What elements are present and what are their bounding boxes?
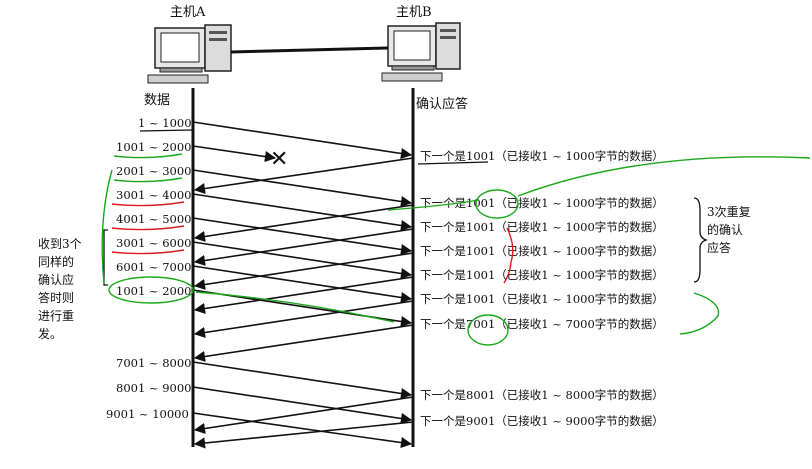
underline-annotation xyxy=(113,177,183,183)
ack-label: 下一个是1001（已接收1 ~ 1000字节的数据） xyxy=(420,196,664,210)
ack-arrow xyxy=(193,396,414,435)
ack-arrow xyxy=(193,157,414,195)
right-note-line: 的确认 xyxy=(707,222,743,237)
ack-arrow xyxy=(193,300,414,339)
segment-label: 4001 ~ 5000 xyxy=(116,212,191,226)
ack-label: 下一个是1001（已接收1 ~ 1000字节的数据） xyxy=(420,268,664,282)
red-link-annotation xyxy=(503,227,514,284)
ack-label: 下一个是8001（已接收1 ~ 8000字节的数据） xyxy=(420,388,664,402)
ack-arrow xyxy=(193,324,414,363)
host-a-label: 主机A xyxy=(170,5,206,20)
left-note-line: 答时则 xyxy=(38,290,74,305)
segment-arrow xyxy=(192,169,413,208)
ack-label: 下一个是1001（已接收1 ~ 1000字节的数据） xyxy=(420,244,664,258)
segment-label: 9001 ~ 10000 xyxy=(106,407,189,421)
right-brace xyxy=(693,197,709,283)
segment-label: 1001 ~ 2000 xyxy=(116,284,191,298)
left-note-line: 进行重 xyxy=(38,309,74,323)
ack-arrow xyxy=(193,421,414,449)
underline-annotation xyxy=(111,225,185,231)
left-note-line: 收到3个 xyxy=(38,237,82,251)
data-column-label: 数据 xyxy=(144,93,170,108)
packet-lost-icon: ✕ xyxy=(270,147,288,172)
circle-annotation xyxy=(108,276,194,304)
ack-column-label: 确认应答 xyxy=(416,96,468,112)
computer-b-icon xyxy=(381,22,461,82)
left-bracket xyxy=(103,229,108,286)
network-cable xyxy=(230,46,389,54)
ack-arrow xyxy=(193,228,414,267)
underline-annotation xyxy=(139,129,193,132)
segment-arrow xyxy=(192,241,413,280)
segment-arrow xyxy=(192,361,413,400)
left-note-line: 发。 xyxy=(38,326,62,341)
circle-annotation xyxy=(467,314,509,346)
lost-segment-arrow xyxy=(192,145,277,163)
ack-arrow xyxy=(193,204,414,243)
segment-arrow xyxy=(192,193,413,232)
underline-annotation xyxy=(111,201,185,207)
green-stroke-annotation xyxy=(195,291,395,323)
right-note-line: 3次重复 xyxy=(707,205,751,219)
ack-label: 下一个是9001（已接收1 ~ 9000字节的数据） xyxy=(420,414,664,428)
host-b-label: 主机B xyxy=(396,5,432,20)
segment-arrow xyxy=(192,386,413,425)
ack-label: 下一个是7001（已接收1 ~ 7000字节的数据） xyxy=(420,317,664,331)
green-stroke-annotation xyxy=(387,199,479,211)
segment-arrow xyxy=(192,412,413,449)
green-stroke-annotation xyxy=(679,292,720,335)
computer-a-icon xyxy=(147,24,232,84)
ack-arrow xyxy=(193,252,414,291)
segment-label: 3001 ~ 6000 xyxy=(116,236,191,250)
ack-arrow xyxy=(193,276,414,315)
left-note-line: 同样的 xyxy=(38,254,74,269)
right-note-line: 应答 xyxy=(707,240,731,255)
ack-label: 下一个是1001（已接收1 ~ 1000字节的数据） xyxy=(420,149,664,163)
underline-annotation xyxy=(417,161,489,165)
underline-annotation xyxy=(111,249,185,255)
circle-annotation xyxy=(475,189,519,219)
segment-label: 3001 ~ 4000 xyxy=(116,188,191,202)
ack-label: 下一个是1001（已接收1 ~ 1000字节的数据） xyxy=(420,292,664,306)
segment-arrow xyxy=(192,121,413,160)
segment-label: 2001 ~ 3000 xyxy=(116,164,191,178)
green-stroke-annotation xyxy=(517,156,811,197)
segment-arrow xyxy=(192,217,413,256)
left-note-line: 确认应 xyxy=(38,272,74,287)
segment-label: 6001 ~ 7000 xyxy=(116,260,191,274)
ack-label: 下一个是1001（已接收1 ~ 1000字节的数据） xyxy=(420,220,664,234)
segment-label: 7001 ~ 8000 xyxy=(116,356,191,370)
segment-label: 8001 ~ 9000 xyxy=(116,381,191,395)
segment-label: 1001 ~ 2000 xyxy=(116,140,191,154)
underline-annotation xyxy=(113,153,183,159)
segment-label: 1 ~ 1000 xyxy=(138,116,192,130)
segment-arrow xyxy=(192,265,413,304)
green-bracket-annotation xyxy=(101,169,113,285)
